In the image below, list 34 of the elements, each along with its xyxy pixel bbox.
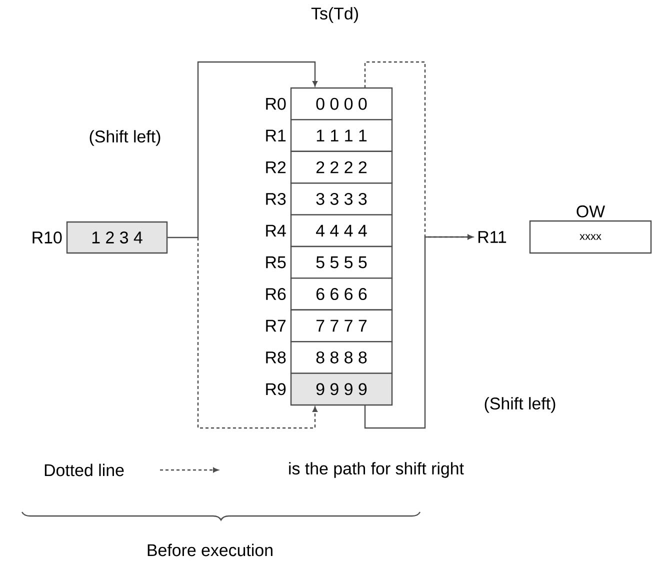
register-cell: 3 3 3 3 <box>290 182 393 216</box>
register-label: R7 <box>266 320 286 332</box>
register-cell: 4 4 4 4 <box>290 214 393 248</box>
box-heading: OW <box>576 205 606 218</box>
register-label: R5 <box>266 256 286 268</box>
register-label: R4 <box>266 224 286 236</box>
note: (Shift left) <box>90 130 160 146</box>
arrow <box>197 238 318 429</box>
register-cell: 2 2 2 2 <box>290 150 393 184</box>
register-box: xxxx <box>529 220 652 254</box>
legend-text: is the path for shift right <box>289 462 464 478</box>
register-label: R6 <box>266 288 286 300</box>
register-cell: 6 6 6 6 <box>290 278 393 310</box>
register-cell: 1 2 3 4 <box>66 221 168 254</box>
register-cell: 9 9 9 9 <box>290 372 393 406</box>
arrow <box>168 61 318 238</box>
register-label: R10 <box>32 232 62 244</box>
arrow <box>364 234 473 429</box>
legend-text: Dotted line <box>44 464 124 476</box>
register-label: R9 <box>266 383 286 396</box>
register-label: R0 <box>266 98 286 110</box>
register-label: R11 <box>478 231 506 243</box>
note: (Shift left) <box>484 397 556 413</box>
caption: Before execution <box>148 544 272 556</box>
register-cell: 7 7 7 7 <box>290 309 393 342</box>
register-label: R1 <box>266 130 286 142</box>
register-label: R3 <box>266 192 286 205</box>
heading: Ts(Td) <box>311 7 358 23</box>
register-cell: 1 1 1 1 <box>290 119 393 152</box>
register-cell: 5 5 5 5 <box>290 246 393 279</box>
register-cell: 8 8 8 8 <box>290 341 393 374</box>
register-label: R8 <box>266 351 286 364</box>
register-cell: 0 0 0 0 <box>290 87 393 120</box>
register-label: R2 <box>266 161 286 174</box>
